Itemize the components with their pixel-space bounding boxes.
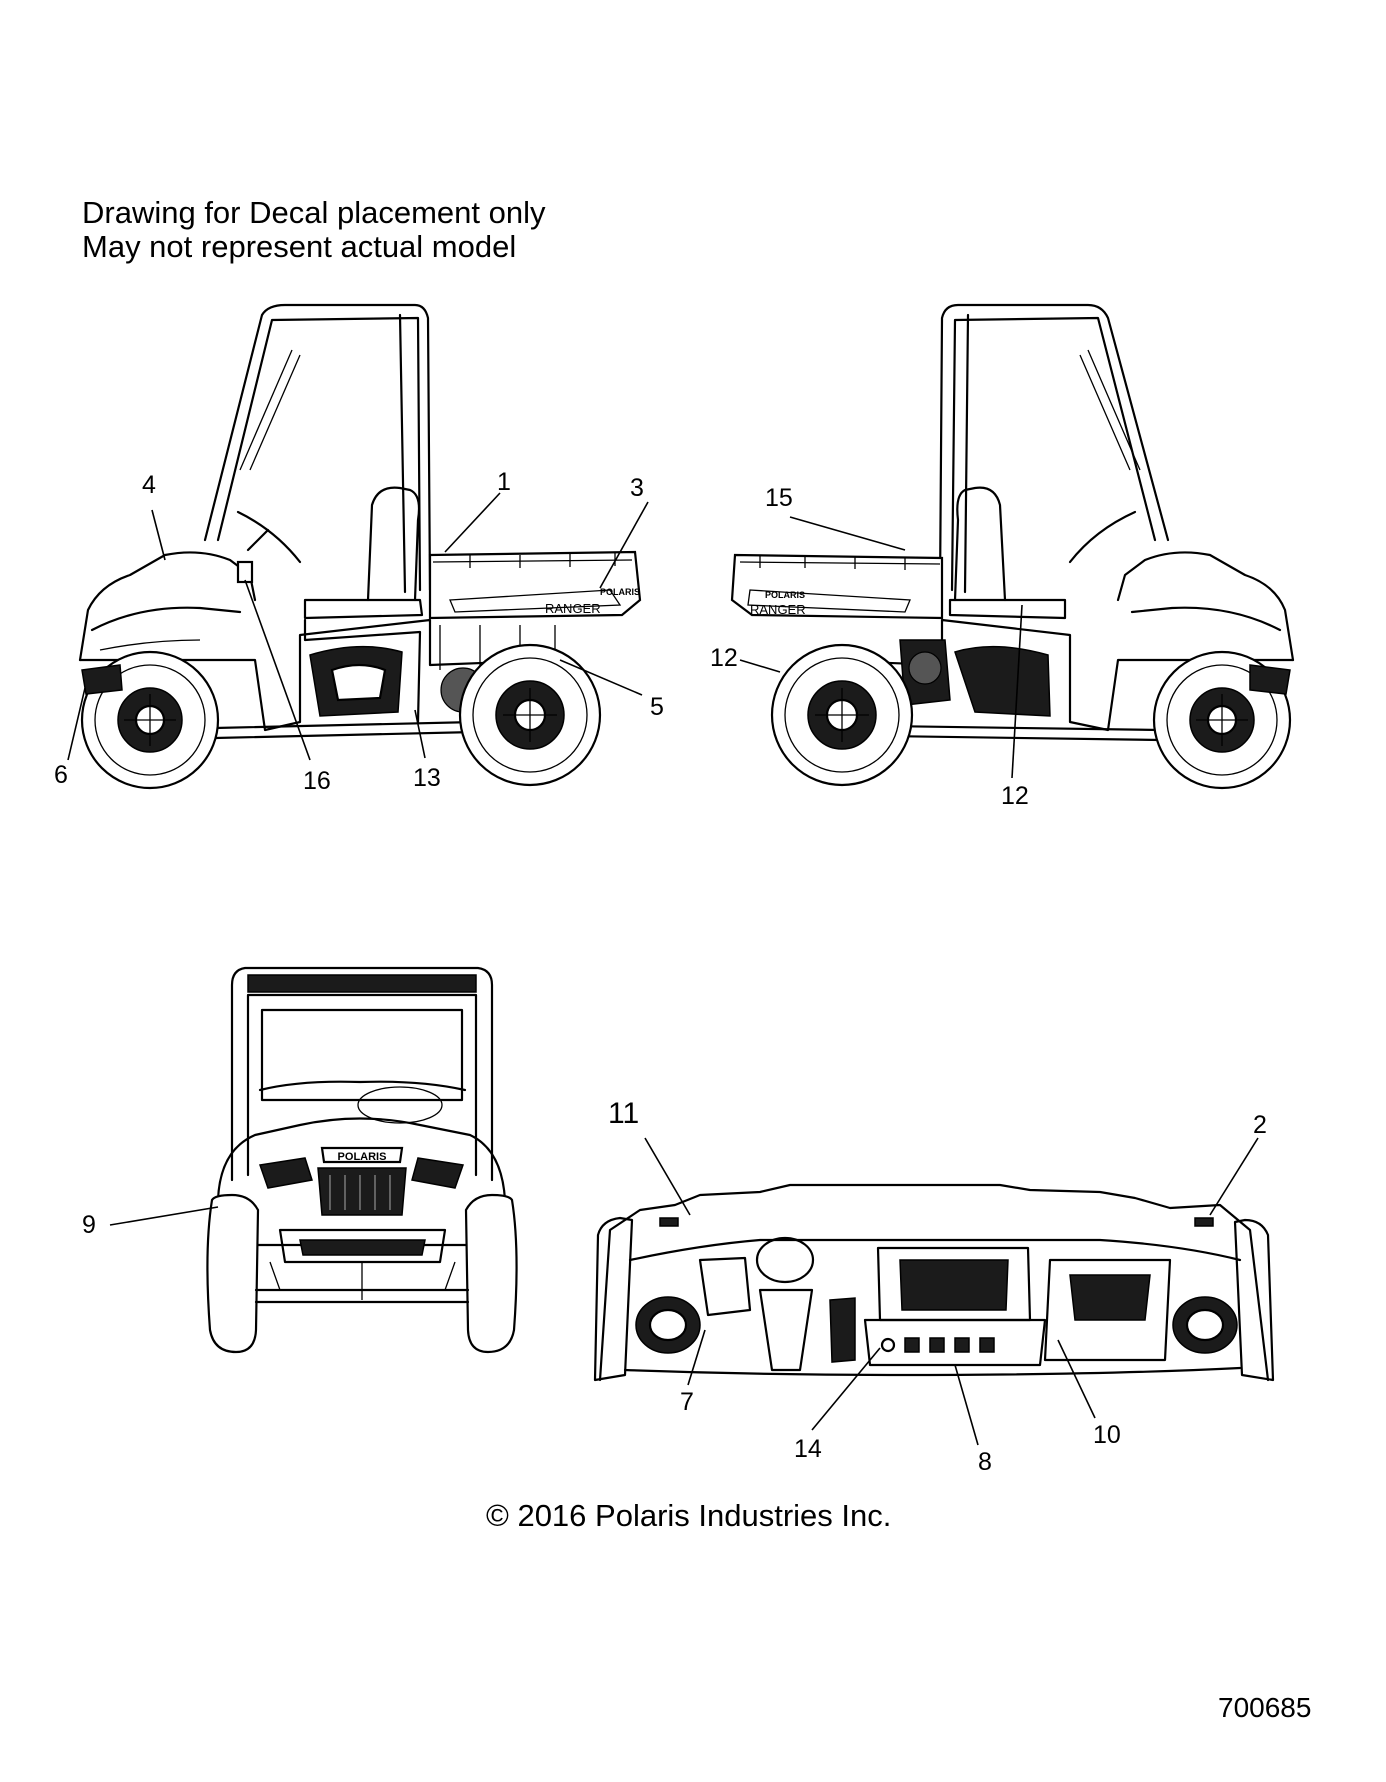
callout-6: 6 bbox=[54, 761, 68, 789]
callout-16: 16 bbox=[303, 767, 331, 795]
right-rear-wheel bbox=[770, 643, 914, 787]
windshield bbox=[260, 1008, 464, 1102]
hood bbox=[78, 551, 257, 662]
switch-4 bbox=[979, 1337, 995, 1353]
roll-cage-front bbox=[230, 966, 494, 1182]
dashboard-view bbox=[593, 1183, 1275, 1382]
headlight-right bbox=[1249, 664, 1291, 695]
cup-holder bbox=[755, 1236, 815, 1284]
callout-11: 11 bbox=[608, 1097, 639, 1130]
switch-1 bbox=[904, 1337, 920, 1353]
front-view: POLARIS bbox=[206, 966, 518, 1354]
seat-back-right bbox=[953, 486, 1007, 602]
switch-panel bbox=[863, 1318, 1047, 1367]
front-brand-text: POLARIS bbox=[338, 1151, 387, 1163]
roll-cage bbox=[203, 303, 432, 592]
steering-wheel-front bbox=[357, 1086, 443, 1124]
glove-box bbox=[1043, 1258, 1172, 1362]
headlight-right-front bbox=[411, 1157, 465, 1189]
roll-cage-right bbox=[938, 303, 1170, 592]
brand-badge bbox=[320, 1146, 404, 1164]
key-switch bbox=[880, 1337, 896, 1353]
callout-12a: 12 bbox=[710, 644, 738, 672]
callout-9: 9 bbox=[82, 1211, 96, 1239]
body-side bbox=[78, 618, 562, 732]
seat-bottom bbox=[303, 598, 424, 620]
bed-model-right: RANGER bbox=[750, 602, 806, 617]
seat-back bbox=[366, 486, 421, 602]
note-line-1: Drawing for Decal placement only bbox=[82, 195, 546, 230]
callout-7: 7 bbox=[680, 1388, 694, 1416]
switch-3 bbox=[954, 1337, 970, 1353]
decal-11-marker bbox=[659, 1217, 679, 1227]
callout-10: 10 bbox=[1093, 1421, 1121, 1449]
switch-2 bbox=[929, 1337, 945, 1353]
headlight bbox=[81, 664, 123, 695]
callout-8: 8 bbox=[978, 1448, 992, 1476]
decal-2-marker bbox=[1194, 1217, 1214, 1227]
callout-5: 5 bbox=[650, 693, 664, 721]
hood-right bbox=[1116, 551, 1295, 662]
frame-rail bbox=[213, 720, 477, 740]
dash-right-end bbox=[1233, 1218, 1275, 1382]
callout-12b: 12 bbox=[1001, 782, 1029, 810]
door-panel-right bbox=[954, 645, 1051, 717]
front-right-tire bbox=[464, 1193, 518, 1354]
roof-bar bbox=[247, 974, 477, 993]
grille bbox=[317, 1167, 407, 1216]
copyright-text: © 2016 Polaris Industries Inc. bbox=[486, 1498, 892, 1533]
steering-wheel-right bbox=[1068, 510, 1137, 564]
front-bumper bbox=[278, 1228, 447, 1264]
bed-model-left: RANGER bbox=[545, 601, 601, 616]
left-rear-wheel bbox=[458, 643, 602, 787]
callout-15: 15 bbox=[765, 484, 793, 512]
steering-wheel bbox=[236, 510, 302, 564]
callout-numbers: 1 2 3 4 5 6 7 8 9 10 11 12 12 13 14 15 1… bbox=[54, 468, 1267, 1476]
drawing-number: 700685 bbox=[1218, 1692, 1312, 1723]
display-screen bbox=[899, 1259, 1009, 1311]
callout-2: 2 bbox=[1253, 1111, 1267, 1139]
bed-brand-left: POLARIS bbox=[600, 587, 640, 597]
right-side-view: POLARIS RANGER bbox=[730, 303, 1295, 790]
callout-1: 1 bbox=[497, 468, 511, 496]
bed-brand-right: POLARIS bbox=[765, 590, 805, 600]
note-line-2: May not represent actual model bbox=[82, 229, 517, 264]
cargo-bed bbox=[428, 550, 642, 620]
dash-left-end bbox=[593, 1216, 634, 1382]
callout-13: 13 bbox=[413, 764, 441, 792]
callout-3: 3 bbox=[630, 474, 644, 502]
leader-lines bbox=[67, 492, 1259, 1446]
center-channel bbox=[758, 1288, 814, 1372]
cargo-bed-right bbox=[730, 553, 944, 620]
left-side-view: POLARIS RANGER bbox=[78, 303, 642, 790]
front-left-tire bbox=[206, 1193, 260, 1354]
dashboard-outline bbox=[598, 1183, 1270, 1382]
front-fascia bbox=[216, 1117, 507, 1247]
headlight-left-front bbox=[258, 1157, 313, 1189]
callout-4: 4 bbox=[142, 471, 156, 499]
callout-14: 14 bbox=[794, 1435, 822, 1463]
decal-16-marker bbox=[236, 560, 254, 584]
